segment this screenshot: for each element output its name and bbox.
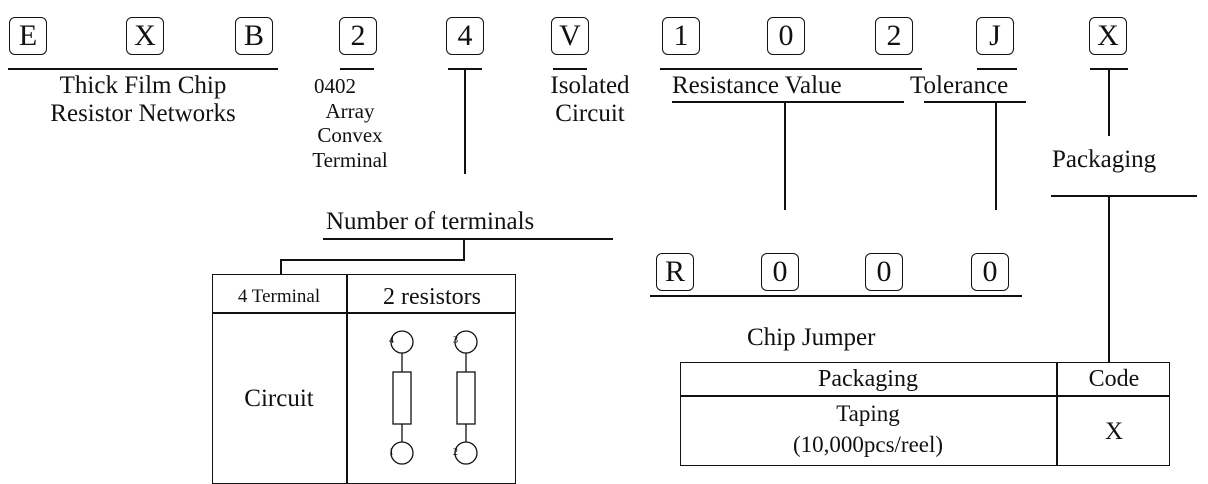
packaging-label: Packaging — [1052, 146, 1157, 173]
circuit-label-line1: Isolated — [550, 72, 630, 99]
code-box-b: B — [235, 17, 273, 55]
terminal-table-header-terminals: 4 Terminal — [237, 286, 321, 307]
tolerance-underline — [924, 101, 1026, 103]
size-label-line3: Convex — [317, 123, 383, 147]
terminal-table-col-divider — [346, 274, 348, 484]
code-box-x: X — [126, 17, 164, 55]
tolerance-label: Tolerance — [910, 72, 1009, 99]
product-label-line1: Thick Film Chip — [59, 72, 227, 99]
underline-product — [8, 68, 278, 70]
underline-resistance — [660, 68, 922, 70]
packaging-table-row-divider — [680, 395, 1170, 397]
resistance-value-label: Resistance Value — [672, 72, 842, 99]
chip-jumper-label: Chip Jumper — [747, 324, 876, 351]
packaging-table-header-packaging: Packaging — [818, 366, 918, 392]
code-box-2-size: 2 — [339, 17, 377, 55]
packaging-bar — [1051, 195, 1197, 197]
underline-circuit — [553, 68, 587, 70]
terminal-1-pad — [390, 441, 414, 465]
pin-label-1: 1 — [389, 447, 394, 458]
underline-size — [340, 68, 374, 70]
packaging-table-col-divider — [1056, 362, 1058, 466]
code-box-0-resistance: 0 — [767, 17, 805, 55]
packaging-table-taping-line2: (10,000pcs/reel) — [792, 432, 944, 457]
packaging-table-header-code: Code — [1088, 366, 1140, 392]
resistor-circuit-diagram — [390, 330, 478, 465]
resistance-stem — [784, 102, 786, 210]
packaging-stem-bottom — [1108, 195, 1110, 362]
terminal-4-pad — [390, 330, 414, 354]
code-box-2-resistance: 2 — [875, 17, 913, 55]
pin-label-3: 3 — [453, 335, 458, 346]
packaging-table-code-x: X — [1104, 417, 1124, 445]
terminals-to-table — [280, 259, 282, 275]
jumper-box-0c: 0 — [971, 253, 1009, 291]
product-label-line2: Resistor Networks — [50, 100, 236, 127]
number-of-terminals-label: Number of terminals — [326, 208, 535, 235]
size-label-line4: Terminal — [312, 148, 388, 172]
packaging-stem-top — [1108, 68, 1110, 136]
jumper-underline — [650, 295, 1022, 297]
terminal-3-pad — [454, 330, 478, 354]
size-label-line1: 0402 — [314, 74, 356, 98]
terminal-table-circuit-label: Circuit — [244, 385, 314, 412]
packaging-table — [680, 362, 1170, 466]
terminals-stem — [464, 68, 466, 174]
code-box-x-packaging: X — [1089, 17, 1127, 55]
number-of-terminals-underline — [323, 238, 613, 240]
code-box-4-terminals: 4 — [446, 17, 484, 55]
jumper-box-0b: 0 — [865, 253, 903, 291]
pin-label-4: 4 — [389, 335, 394, 346]
resistor-left — [392, 371, 412, 425]
size-label-line2: Array — [325, 99, 375, 123]
code-box-v-circuit: V — [551, 17, 589, 55]
code-box-1-resistance: 1 — [662, 17, 700, 55]
tolerance-stem — [995, 102, 997, 210]
circuit-label-line2: Circuit — [555, 100, 625, 127]
packaging-table-taping-line1: Taping — [836, 401, 900, 426]
terminal-2-pad — [454, 441, 478, 465]
resistor-right — [456, 371, 476, 425]
code-box-e: E — [9, 17, 47, 55]
terminal-table-row-divider — [212, 312, 516, 314]
underline-tolerance — [977, 68, 1017, 70]
jumper-box-r: R — [656, 253, 694, 291]
terminal-table-header-resistors: 2 resistors — [383, 283, 481, 310]
jumper-box-0a: 0 — [761, 253, 799, 291]
terminals-branch — [280, 259, 465, 261]
pin-label-2: 2 — [453, 447, 458, 458]
resistance-value-underline — [672, 101, 904, 103]
code-box-j-tolerance: J — [976, 17, 1014, 55]
terminals-drop — [463, 238, 465, 260]
